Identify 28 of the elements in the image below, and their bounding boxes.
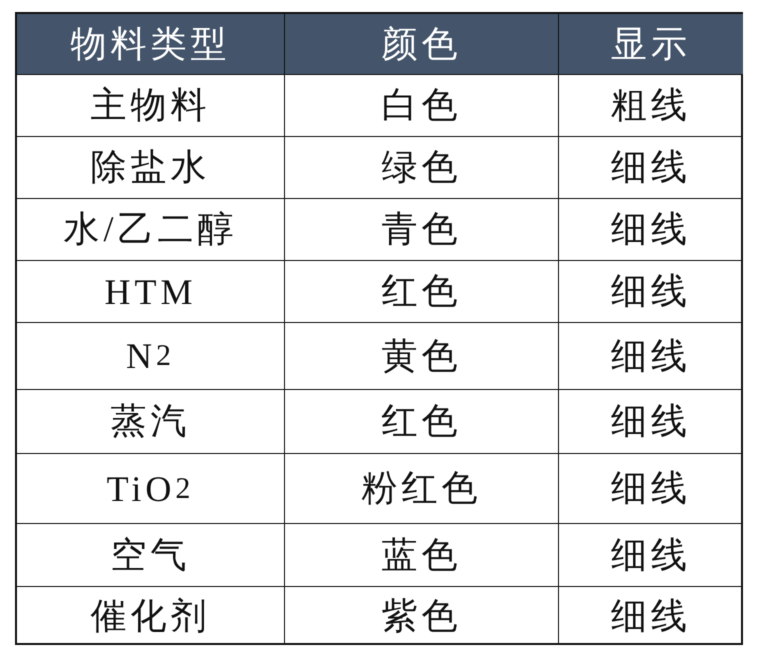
table-cell: 蒸汽	[17, 390, 285, 454]
table-cell: 细线	[559, 390, 743, 454]
table-cell: 细线	[559, 524, 743, 587]
table-cell: 细线	[559, 323, 743, 390]
header-cell: 物料类型	[17, 14, 285, 75]
table-cell: 细线	[559, 137, 743, 199]
header-cell: 显示	[559, 14, 743, 75]
table-cell: 细线	[559, 199, 743, 261]
table-cell: 绿色	[285, 137, 559, 199]
table-cell: 蓝色	[285, 524, 559, 587]
table-cell: 主物料	[17, 75, 285, 137]
table-cell: 催化剂	[17, 587, 285, 645]
table-cell: 红色	[285, 390, 559, 454]
header-cell: 颜色	[285, 14, 559, 75]
table-cell: 细线	[559, 261, 743, 323]
table-cell: 青色	[285, 199, 559, 261]
table-cell: 白色	[285, 75, 559, 137]
table-cell: 粉红色	[285, 454, 559, 524]
table-cell: 红色	[285, 261, 559, 323]
table-cell: 除盐水	[17, 137, 285, 199]
table-cell: 空气	[17, 524, 285, 587]
table-cell: 粗线	[559, 75, 743, 137]
table-cell-text: 细线	[610, 594, 692, 638]
table-cell: 黄色	[285, 323, 559, 390]
table-cell: 水/乙二醇	[17, 199, 285, 261]
table-cell: 紫色	[285, 587, 559, 645]
table-cell: 细线	[559, 454, 743, 524]
table-cell: HTM	[17, 261, 285, 323]
